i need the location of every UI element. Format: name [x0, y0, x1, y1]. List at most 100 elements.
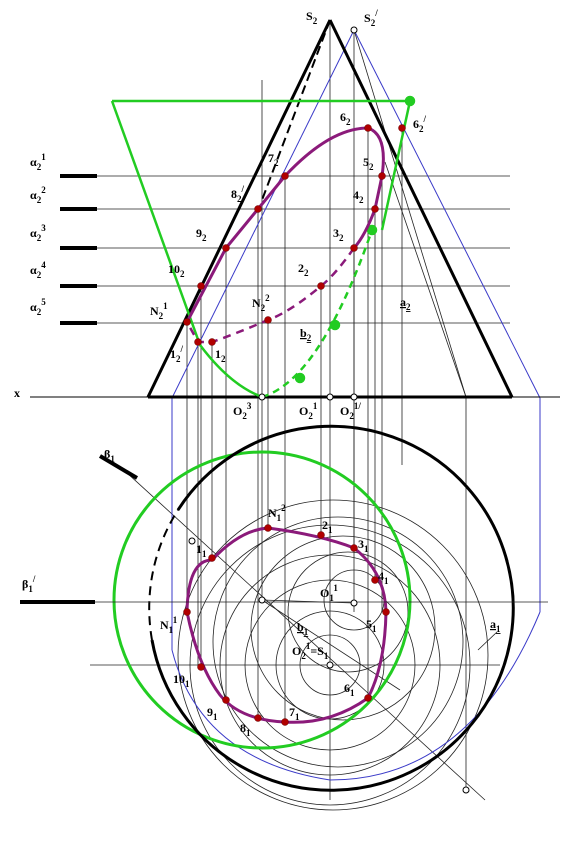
point-6-2-prime [398, 124, 406, 132]
label-n1-1: N11 [160, 615, 178, 635]
label-o2-1-prime: O21/ [340, 401, 361, 421]
green-point [366, 224, 378, 236]
point-3-2 [350, 244, 358, 252]
label-2-1: 21 [322, 518, 333, 535]
label-alpha-1: α21 [30, 152, 46, 172]
label-b2: b2 [300, 326, 312, 343]
label-a2: a2 [400, 295, 411, 312]
point-o2-s1 [326, 661, 334, 669]
point-n2-1 [183, 318, 191, 326]
label-10-2: 102 [168, 262, 185, 279]
label-o1-1: O11 [320, 583, 338, 603]
green-left-edge [110, 100, 202, 346]
label-o2-3: O23 [233, 401, 252, 421]
blue-generatrix-right [353, 29, 541, 399]
label-n2-1: N21 [150, 301, 168, 321]
section-circle [287, 551, 409, 673]
point-n2-2 [264, 316, 272, 324]
label-a1: a1 [490, 617, 501, 634]
point-green-centre [258, 596, 266, 604]
section-circle [177, 499, 489, 811]
point-1-2 [208, 338, 216, 346]
point-n1-1 [183, 608, 191, 616]
label-n1-2: N12 [268, 503, 286, 523]
beta1-trace [125, 471, 486, 801]
point-10-2 [197, 282, 205, 290]
point-a1-end [462, 786, 470, 794]
point-o1-1 [350, 599, 358, 607]
green-dashed-curve [261, 229, 374, 399]
point-2-2 [317, 282, 325, 290]
point-8-2 [254, 205, 262, 213]
label-n2-2: N22 [252, 293, 270, 313]
label-5-1: 51 [366, 617, 377, 634]
blue-base-curve [171, 611, 541, 781]
label-alpha-4: α24 [30, 260, 46, 280]
label-5-2: 52 [363, 155, 374, 172]
line-a2 [353, 29, 467, 398]
point-4-1 [371, 576, 379, 584]
label-x-axis: x [14, 386, 20, 400]
point-1-2-prime [194, 338, 202, 346]
beta1-trace-mark [98, 454, 139, 480]
green-circle-top [112, 450, 412, 750]
label-alpha-3: α23 [30, 223, 46, 243]
label-3-1: 31 [358, 537, 369, 554]
point-10-1 [197, 663, 205, 671]
point-o2-1 [326, 393, 334, 401]
section-circle [250, 535, 436, 721]
cone-right-edge [328, 19, 514, 398]
label-8-1: 81 [240, 721, 251, 738]
point-4-2 [371, 205, 379, 213]
intersection-curve-front [185, 126, 385, 344]
visible-curve [185, 126, 385, 323]
point-n1-2 [264, 524, 272, 532]
point-1-1 [208, 554, 216, 562]
label-beta1-prime: β1/ [22, 574, 36, 594]
label-2-2: 22 [298, 261, 309, 278]
label-1-2: 12 [215, 347, 226, 364]
point-9-1 [222, 696, 230, 704]
point-6-1 [364, 694, 372, 702]
point-o2-3 [258, 393, 266, 401]
label-6-2-prime: 62/ [413, 114, 427, 134]
intersection-curve-top [185, 526, 388, 724]
label-3-2: 32 [333, 226, 344, 243]
label-1-2-prime: 12/ [170, 344, 184, 364]
point-3-1 [350, 544, 358, 552]
label-7-2: 72 [268, 151, 279, 168]
hidden-cone-edge [261, 19, 331, 201]
connector-line [261, 599, 355, 604]
point-6-2 [364, 124, 372, 132]
label-alpha-2: α22 [30, 185, 46, 205]
label-s2-prime: S2/ [364, 8, 378, 28]
label-7-1: 71 [289, 705, 300, 722]
green-point [404, 95, 416, 107]
label-alpha-5: α25 [30, 297, 46, 317]
green-point [329, 319, 341, 331]
construction-lines [90, 20, 510, 811]
hidden-curve [185, 247, 356, 344]
label-8-2-prime: 82/ [231, 184, 245, 204]
green-surface [110, 95, 416, 399]
point-s2-prime [350, 26, 358, 34]
point-5-2 [378, 172, 386, 180]
a1-leader [477, 631, 498, 651]
label-o2-1: O21 [299, 401, 318, 421]
label-4-1: 41 [378, 569, 389, 586]
label-beta1: β1 [104, 447, 115, 464]
cone-left-edge [146, 19, 332, 398]
point-7-2 [281, 172, 289, 180]
section-circle [212, 516, 464, 768]
label-9-1: 91 [207, 705, 218, 722]
green-lower-curve [199, 344, 263, 399]
connector-line [261, 599, 401, 691]
point-2-1 [317, 531, 325, 539]
point-8-1 [254, 714, 262, 722]
label-s2: S2 [306, 9, 318, 26]
label-6-2: 62 [340, 110, 351, 127]
green-point [294, 372, 306, 384]
label-b1: b1 [297, 620, 309, 637]
label-9-2: 92 [196, 226, 207, 243]
